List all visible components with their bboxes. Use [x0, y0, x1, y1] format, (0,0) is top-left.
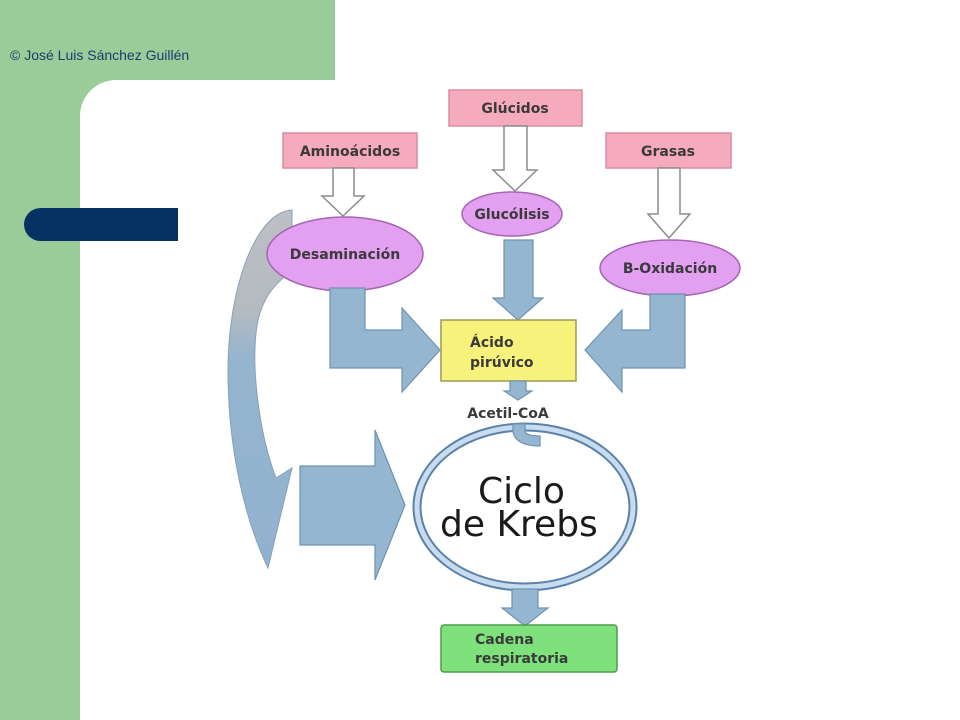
big-arrow-into-krebs [299, 429, 406, 581]
curved-side-arrow [227, 209, 293, 570]
acido-piruvico-box [440, 319, 577, 382]
b-oxidacion-to-pyruvate-arrow [584, 293, 686, 394]
acido-piruvico-label-line2: pirúvico [470, 355, 534, 371]
cadena-respiratoria-label-line1: Cadena [475, 632, 534, 648]
grasas-label: Grasas [641, 144, 695, 160]
cadena-respiratoria-box [440, 624, 618, 673]
krebs-label-line1: Ciclo [478, 471, 565, 512]
krebs-to-cadena-arrow [500, 588, 550, 627]
krebs-label-line2: de Krebs [440, 504, 598, 545]
grasas-box [605, 132, 732, 169]
aminoacidos-down-arrow [320, 167, 366, 218]
aminoacidos-label: Aminoácidos [300, 144, 400, 160]
glucidos-box [448, 89, 583, 127]
desaminacion-label: Desaminación [290, 247, 400, 263]
acido-piruvico-label-line1: Ácido [470, 334, 514, 351]
b-oxidacion-label: B-Oxidación [623, 261, 717, 277]
navy-decorative-bar [24, 208, 178, 241]
glucolisis-label: Glucólisis [474, 207, 549, 223]
acetil-to-krebs-connector [512, 423, 541, 447]
cadena-respiratoria-label-line2: respiratoria [475, 651, 568, 667]
glucidos-down-arrow [491, 125, 539, 193]
acetil-coa-label: Acetil-CoA [467, 406, 549, 422]
glucidos-label: Glúcidos [481, 101, 548, 117]
glucolisis-to-pyruvate-arrow [491, 239, 545, 321]
grasas-down-arrow [646, 167, 692, 240]
pyruvate-to-acetil-arrow [501, 380, 535, 401]
desaminacion-to-pyruvate-arrow [329, 287, 441, 394]
glucolisis-ellipse [461, 191, 563, 237]
copyright-text: © José Luis Sánchez Guillén [10, 47, 190, 63]
